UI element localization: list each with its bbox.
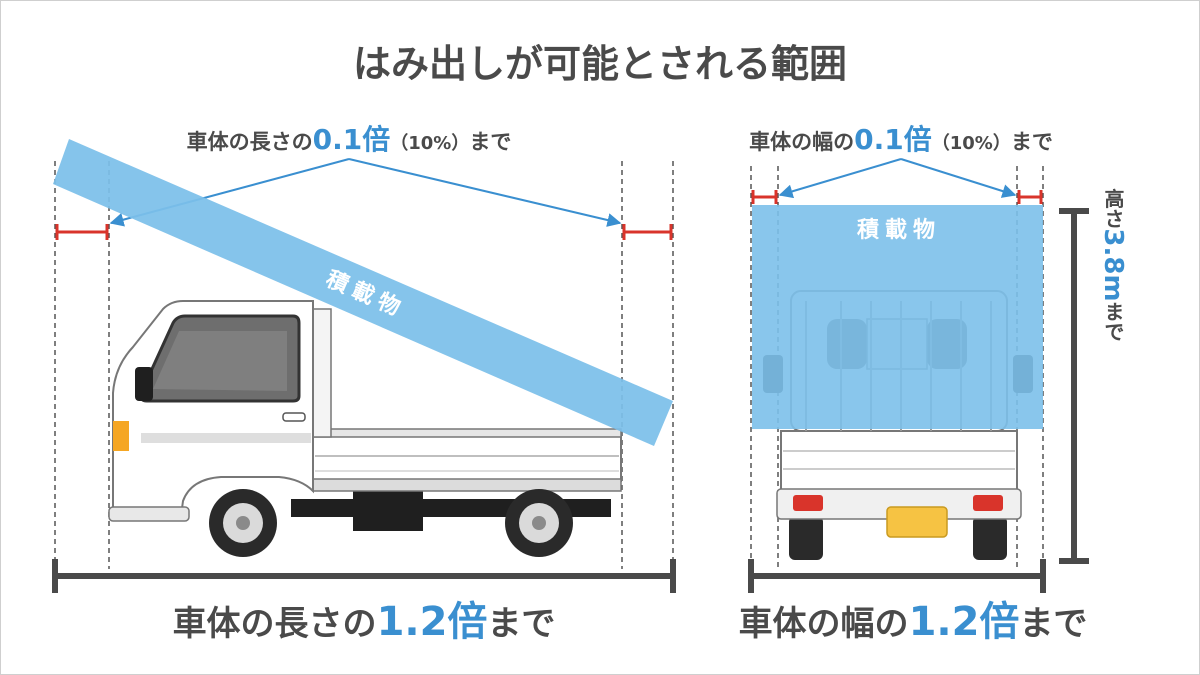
side-top-prefix: 車体の長さの — [187, 130, 313, 154]
rear-top-prefix: 車体の幅の — [749, 130, 854, 154]
side-view-panel: 車体の長さの0.1倍（10%）まで — [52, 123, 676, 645]
side-top-value: 0.1倍 — [313, 123, 391, 156]
rear-bottom-suffix: まで — [1019, 604, 1087, 644]
rear-bottom-value: 1.2倍 — [909, 599, 1020, 645]
side-top-caption: 車体の長さの0.1倍（10%）まで — [187, 123, 512, 156]
side-bottom-prefix: 車体の長さの — [173, 604, 377, 644]
side-bottom-suffix: まで — [487, 604, 555, 644]
side-top-suffix: まで — [469, 130, 511, 154]
rear-bottom-caption: 車体の幅の1.2倍まで — [739, 599, 1088, 645]
rear-width-ruler — [748, 559, 1046, 593]
rear-height-value: 3.8m — [1098, 228, 1128, 301]
rear-top-paren: （10%） — [932, 133, 1011, 154]
rear-overhang-markers — [751, 190, 1043, 204]
side-length-ruler — [52, 559, 676, 593]
side-bottom-value: 1.2倍 — [377, 599, 488, 645]
rear-height-suffix: まで — [1101, 302, 1125, 342]
rear-cargo-block: 積載物 — [752, 205, 1043, 429]
side-guide-lines — [54, 161, 674, 569]
side-overhang-markers — [55, 224, 673, 240]
side-top-paren: （10%） — [390, 133, 469, 154]
rear-cargo-label: 積載物 — [857, 217, 941, 243]
rear-height-ruler — [1059, 208, 1089, 564]
rear-top-suffix: まで — [1011, 130, 1053, 154]
rear-view-panel: 車体の幅の0.1倍（10%）まで — [739, 123, 1128, 645]
rear-height-prefix: 高さ — [1101, 187, 1125, 228]
rear-top-value: 0.1倍 — [854, 123, 932, 156]
side-bottom-caption: 車体の長さの1.2倍まで — [173, 599, 556, 645]
page-title: はみ出しが可能とされる範囲 — [353, 42, 847, 86]
rear-top-caption: 車体の幅の0.1倍（10%）まで — [749, 123, 1053, 156]
truck-side-view — [108, 300, 622, 557]
rear-callout-arrows — [778, 158, 1017, 199]
rear-bottom-prefix: 車体の幅の — [739, 604, 909, 644]
